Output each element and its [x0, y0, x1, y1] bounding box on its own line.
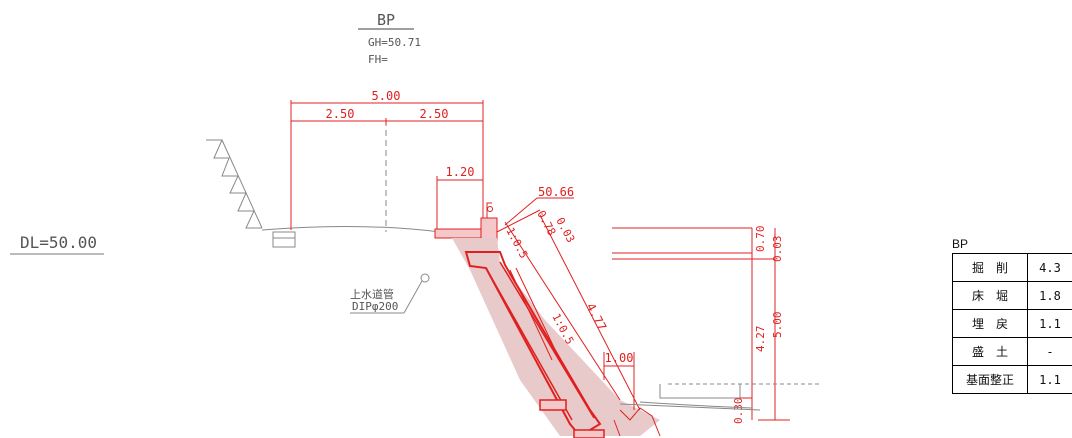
label-toe: 1.00	[605, 351, 634, 365]
quantity-value: 1.1	[1027, 309, 1072, 338]
quantity-label: 床 堀	[952, 281, 1028, 310]
quantity-value: 4.3	[1027, 253, 1072, 282]
ground-line	[261, 120, 441, 248]
ground-height: GH=50.71	[368, 36, 421, 49]
station-header: BP GH=50.71 FH=	[358, 11, 421, 66]
existing-ground-right	[619, 383, 820, 411]
pipe-spec: DIPφ200	[352, 300, 398, 313]
dim-width-right: 2.50	[420, 107, 449, 121]
label-top-elevation: 50.66	[538, 185, 574, 199]
quantity-label: 掘 削	[952, 253, 1028, 282]
right-dimensions: 0.70 0.03 4.27 5.00 0.30	[612, 226, 790, 425]
datum: DL=50.00	[10, 233, 104, 255]
label-slope-length: 4.77	[583, 301, 609, 333]
dim-shoulder: 1.20	[446, 165, 475, 179]
existing-slope-left	[206, 139, 263, 229]
label-h500: 5.00	[771, 312, 784, 339]
label-h070: 0.70	[754, 226, 767, 253]
label-h003: 0.03	[771, 236, 784, 263]
dim-width-total: 5.00	[372, 89, 401, 103]
dim-width-left: 2.50	[326, 107, 355, 121]
quantity-label: 基面整正	[952, 365, 1028, 394]
datum-label: DL=50.00	[20, 233, 97, 252]
quantities-title: BP	[952, 237, 969, 251]
label-h427: 4.27	[754, 326, 767, 353]
label-h030: 0.30	[732, 398, 745, 425]
pipe-name: 上水道管	[350, 287, 394, 301]
formation-height: FH=	[368, 53, 388, 66]
pipe-icon	[420, 273, 430, 283]
quantity-value: 1.8	[1027, 281, 1072, 310]
quantity-value: 1.1	[1027, 365, 1072, 394]
quantity-row: 盛 土-	[952, 337, 1072, 366]
top-dimensions: 5.00 2.50 2.50 1.20	[290, 89, 484, 232]
water-pipe: 上水道管 DIPφ200	[350, 273, 430, 314]
quantity-value: -	[1027, 337, 1072, 366]
retaining-wall	[434, 197, 661, 438]
quantity-label: 盛 土	[952, 337, 1028, 366]
station-label: BP	[377, 11, 395, 29]
quantity-label: 埋 戻	[952, 309, 1028, 338]
label-slope-top: 1:0.5	[503, 225, 530, 260]
